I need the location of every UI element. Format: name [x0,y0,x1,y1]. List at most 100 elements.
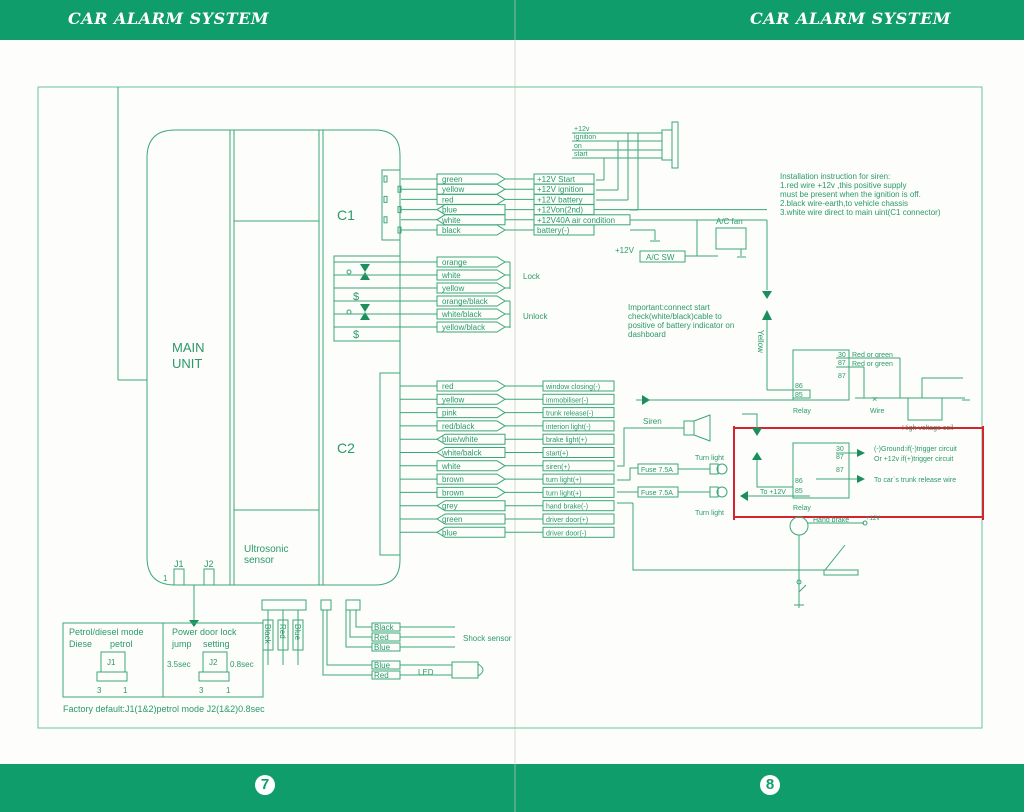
pin-1-label: 1 [163,574,168,583]
wire-color-label: red/black [442,422,475,431]
ignition-label: +12v [574,126,590,133]
siren-label: Siren [643,417,662,426]
wire-function-label: +12V battery [537,195,583,204]
wire-label: Wire [870,408,884,415]
arrow-up-icon [752,452,762,460]
hand-brake-12v-label: +12V [866,516,880,522]
wire-tag [436,173,506,185]
wire-tag [436,224,506,236]
relay-output-label: (-)Ground:if(-)trigger circuit [874,446,957,453]
relay-label: Relay [793,408,811,415]
shock-wire-label: Black [374,623,395,632]
page-fold [514,0,516,812]
c2-wire-row: white siren(+) [400,460,615,472]
pin-label: 1 [226,686,231,695]
wire-function-box [542,407,615,419]
wire-function-box [542,380,615,392]
wire-function-box [542,473,615,485]
wire-function-label: siren(+) [546,464,570,471]
siren-instructions: Installation instruction for siren: 1.re… [780,172,941,217]
instruction-line: Installation instruction for siren: [780,172,890,181]
relay-pin: 85 [795,392,803,399]
wire-function-label: start(+) [546,451,568,458]
wire-tag [436,282,506,294]
arrow-right-icon [857,449,865,457]
c1-wire-row: white+12V40A air condition [401,214,631,226]
ultrasonic-sensor-label-2: sensor [244,555,275,566]
wire-function-label: driver door(+) [546,517,588,524]
wire-function-label: trunk release(-) [546,411,593,418]
c1-wire-row: green+12V Start [401,173,595,185]
instruction-line: 3.white wire direct to main uint(C1 conn… [780,208,941,217]
wire-color-label: orange/black [442,297,489,306]
c2-connector [379,372,401,556]
relay-output-label: To car`s trunk release wire [874,477,956,484]
relay-pin: 30 [836,446,844,453]
wire-color-label: white [441,271,461,280]
wire-color-label: white/balck [441,449,483,458]
jump-label: jump [171,639,192,649]
relay-pin: 87 [838,373,846,380]
c1-connector [381,169,401,241]
led-wire-label: Red [374,671,389,680]
wire-color-label: orange [442,258,467,267]
note-line: positive of battery indicator on [628,321,734,330]
connector-c1-label: C1 [337,207,355,223]
wire-color-label: black [442,226,462,235]
j1-jumper[interactable]: J1 [107,658,116,667]
wire-color-label: yellow [442,284,464,293]
shock-wire-label: Blue [374,643,391,652]
important-note: Important:connect start check(white/blac… [628,303,734,339]
ignition-label: ignition [574,134,596,141]
unlock-wire-row: orange/black [400,295,510,307]
wire-function-box [542,420,615,432]
wire-function-box [533,224,595,236]
wire-function-box [542,526,615,538]
wire-function-box [542,393,615,405]
wire-color-label: white [441,462,461,471]
wire-color-label: yellow/black [442,323,486,332]
wire-tag [436,295,506,307]
diesel-label: Diese [69,639,92,649]
arrow-right-icon [642,395,650,405]
turn-light-label: Turn light [695,455,724,462]
wire-color-label: yellow [442,395,464,404]
c2-wire-row: white/balck start(+) [400,447,615,458]
wire-function-label: +12V Start [537,175,576,184]
footer-band [0,764,1024,812]
wire-color-label: white [441,216,461,225]
ultrasonic-wire-label: Black [263,624,272,645]
wire-color-label: blue [442,206,458,215]
petrol-mode-title: Petrol/diesel mode [69,627,144,637]
factory-default-note: Factory default:J1(1&2)petrol mode J2(1&… [63,704,265,714]
arrow-up-icon [762,310,772,320]
wire-tag [436,500,506,512]
relay-label: Relay [793,505,811,512]
wire-tag [436,308,506,320]
hand-brake-switch: Hand brake +12V [617,502,880,608]
note-line: Important:connect start [628,303,711,312]
lock-wire-row: orange [400,256,510,268]
wire-tag [436,486,506,498]
relay-pin: 86 [795,478,803,485]
lock-wire-row: white [400,269,510,281]
turn-light-label: Turn light [695,510,724,517]
shock-wire-label: Red [374,633,389,642]
wire-color-label: red [442,382,454,391]
j2-jumper[interactable]: J2 [209,658,218,667]
time-35-label: 3.5sec [167,660,191,669]
page-number-right: 8 [760,775,780,795]
hand-brake-icon [789,516,809,536]
setting-label: setting [203,639,230,649]
instruction-line: 1.red wire +12v ,this positive supply [780,181,907,190]
arrow-right-icon [857,475,865,483]
